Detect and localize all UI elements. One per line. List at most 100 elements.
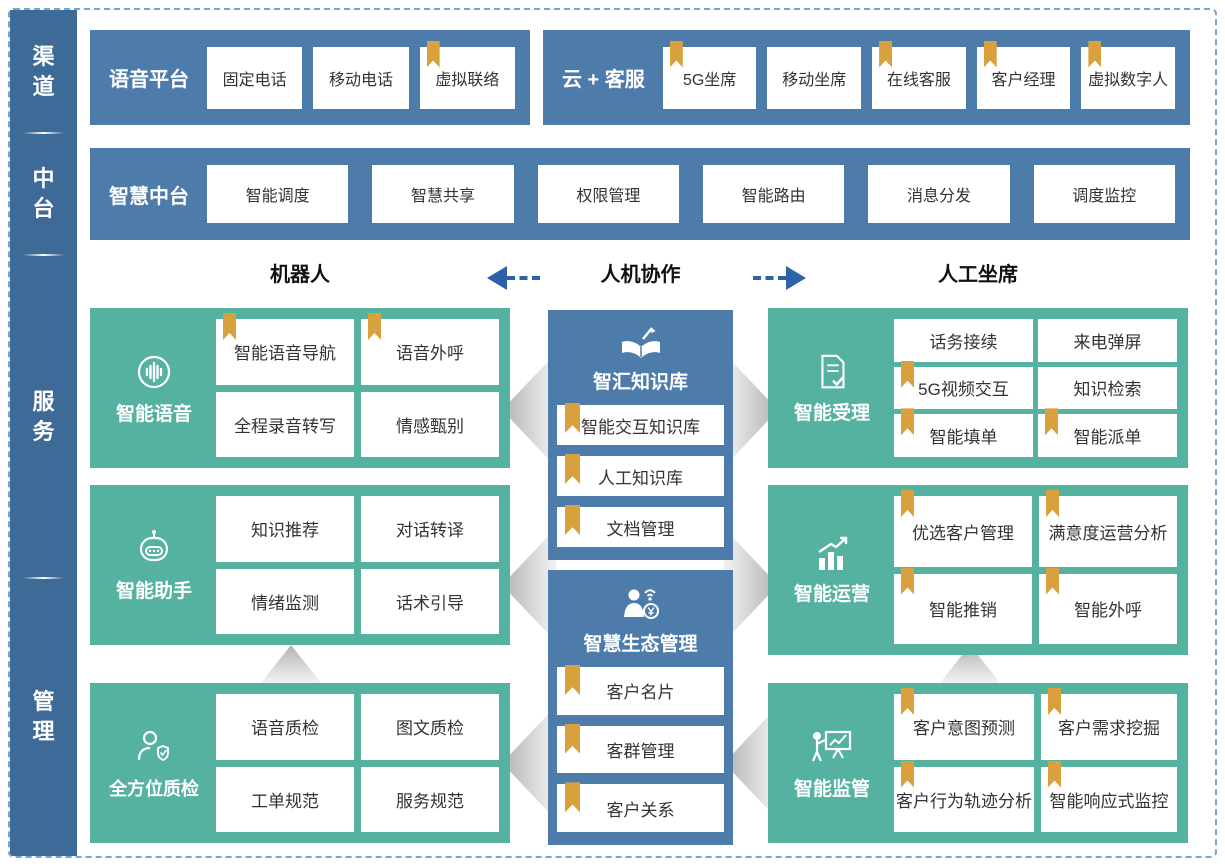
- quality-inspection-cards: 语音质检图文质检工单规范服务规范: [216, 694, 499, 832]
- feature-card-label: 服务规范: [396, 791, 464, 811]
- robot-icon: [139, 530, 169, 562]
- smart-operation-panel: 智能运营 优选客户管理满意度运营分析智能推销智能外呼: [768, 485, 1188, 655]
- feature-card: 移动坐席: [767, 46, 862, 109]
- feature-card: 客户关系: [557, 782, 724, 833]
- bookmark-icon: [1048, 760, 1061, 788]
- feature-card: 权限管理: [537, 165, 679, 223]
- cloud-service-panel: 云 + 客服 5G坐席移动坐席在线客服客户经理虚拟数字人: [543, 30, 1190, 125]
- feature-card-label: 移动坐席: [782, 71, 847, 89]
- sidebar-label-channel: 渠道: [32, 43, 55, 99]
- sidebar-divider: [23, 577, 64, 579]
- feature-card-label: 对话转译: [396, 521, 464, 541]
- feature-card-label: 情感甄别: [396, 416, 464, 436]
- bookmark-icon: [901, 688, 914, 715]
- quality-inspection-panel: 全方位质检 语音质检图文质检工单规范服务规范: [90, 683, 510, 843]
- feature-card: 来电弹屏: [1038, 319, 1177, 362]
- smart-assistant-side: 智能助手: [101, 527, 207, 603]
- feature-card: 情绪监测: [216, 568, 354, 634]
- cloud-service-cards: 5G坐席移动坐席在线客服客户经理虚拟数字人: [662, 40, 1175, 109]
- feature-card-label: 虚拟联络: [435, 71, 500, 89]
- feature-card-label: 语音质检: [251, 719, 319, 739]
- feature-card: 在线客服: [872, 40, 966, 109]
- feature-card-label: 优选客户管理: [912, 523, 1014, 543]
- feature-card-label: 智能响应式监控: [1049, 791, 1169, 811]
- feature-card: 客户行为轨迹分析: [894, 760, 1034, 832]
- ticket-check-icon: [821, 354, 845, 389]
- feature-card: 智能路由: [702, 165, 845, 223]
- feature-card: 客群管理: [557, 723, 724, 774]
- sidebar-section-middle-platform: 中台: [10, 133, 77, 255]
- smart-supervision-side: 智能监管: [779, 725, 885, 801]
- feature-card-label: 满意度运营分析: [1048, 523, 1168, 543]
- feature-card: 语音外呼: [361, 313, 499, 385]
- bookmark-icon: [565, 403, 580, 433]
- feature-card-label: 工单规范: [251, 791, 319, 811]
- feature-card: 客户经理: [976, 40, 1071, 109]
- smart-voice-title: 智能语音: [115, 404, 192, 425]
- feature-card: 智慧共享: [372, 165, 514, 223]
- voice-platform-cards: 固定电话 移动电话 虚拟联络: [207, 40, 515, 109]
- bookmark-icon: [565, 723, 580, 754]
- bookmark-icon: [901, 567, 914, 595]
- feature-card: 智能交互知识库: [557, 403, 724, 445]
- bookmark-icon: [879, 40, 893, 68]
- smart-assistant-panel: 智能助手 知识推荐 对话转译情绪监测 话术引导: [90, 485, 510, 645]
- feature-card: 对话转译: [361, 496, 499, 562]
- feature-card: 服务规范: [361, 766, 499, 832]
- feature-card-label: 移动电话: [328, 71, 393, 89]
- ecosystem-management-cards: 客户名片客群管理客户关系: [557, 665, 724, 833]
- feature-card-label: 语音外呼: [396, 344, 464, 364]
- arrow-left-tail: [507, 276, 540, 280]
- ecosystem-management-head: 智慧生态管理: [557, 578, 724, 667]
- ecosystem-management-panel: 智慧生态管理 客户名片客群管理客户关系: [548, 570, 733, 845]
- feature-card: 客户需求挖掘: [1041, 688, 1177, 760]
- arrow-left-icon: [487, 266, 540, 290]
- feature-card-label: 智能语音导航: [234, 344, 336, 364]
- quality-inspection-title: 全方位质检: [109, 778, 199, 799]
- sidebar-divider: [23, 132, 64, 134]
- bookmark-icon: [901, 490, 914, 517]
- feature-card: 智能推销: [894, 567, 1032, 644]
- feature-card: 话术引导: [361, 568, 499, 634]
- layer-sidebar: 渠道 中台 服务 管理: [10, 10, 77, 856]
- feature-card: 移动电话: [313, 46, 409, 109]
- feature-card-label: 5G坐席: [682, 71, 737, 89]
- smart-operation-cards: 优选客户管理 满意度运营分析智能推销 智能外呼: [894, 490, 1177, 644]
- feature-card-label: 智能派单: [1073, 428, 1142, 448]
- sidebar-section-management: 管理: [10, 578, 77, 856]
- smart-voice-side: 智能语音: [101, 350, 207, 426]
- feature-card: 5G坐席: [662, 40, 757, 109]
- bookmark-icon: [1088, 40, 1102, 68]
- arrow-left-head: [487, 266, 507, 290]
- sidebar-section-service: 服务: [10, 255, 77, 578]
- feature-card-label: 话术引导: [396, 593, 464, 613]
- feature-card: 固定电话: [207, 46, 303, 109]
- bookmark-icon: [983, 40, 997, 68]
- feature-card-label: 智能外呼: [1074, 601, 1142, 621]
- feature-card-label: 消息分发: [906, 188, 971, 205]
- bookmark-icon: [368, 313, 381, 340]
- smart-assistant-title: 智能助手: [115, 581, 192, 602]
- smart-middle-platform-label: 智慧中台: [109, 185, 189, 208]
- feature-card: 语音质检: [216, 694, 354, 760]
- collab-header-human-agent: 人工坐席: [938, 264, 1018, 286]
- smart-middle-platform-panel: 智慧中台 智能调度智慧共享权限管理智能路由消息分发调度监控: [90, 148, 1190, 240]
- feature-card: 5G视频交互: [894, 360, 1033, 410]
- feature-card: 智能语音导航: [216, 313, 354, 385]
- growth-chart-icon: [818, 536, 848, 570]
- feature-card: 工单规范: [216, 766, 354, 832]
- feature-card-label: 调度监控: [1072, 188, 1137, 205]
- bookmark-icon: [669, 40, 683, 68]
- sidebar-divider: [23, 254, 64, 256]
- bookmark-icon: [565, 665, 580, 695]
- feature-card: 知识推荐: [216, 496, 354, 562]
- smart-middle-platform-cards: 智能调度智慧共享权限管理智能路由消息分发调度监控: [207, 165, 1175, 223]
- quality-inspector-icon: [137, 730, 169, 761]
- feature-card: 知识检索: [1038, 366, 1177, 410]
- feature-card: 客户意图预测: [894, 688, 1034, 760]
- smart-voice-panel: 智能语音 智能语音导航语音外呼全程录音转写情感甄别: [90, 308, 510, 468]
- sidebar-label-middle-platform: 中台: [32, 166, 55, 221]
- feature-card: 智能响应式监控: [1041, 760, 1177, 832]
- knowledge-book-icon: [621, 327, 660, 358]
